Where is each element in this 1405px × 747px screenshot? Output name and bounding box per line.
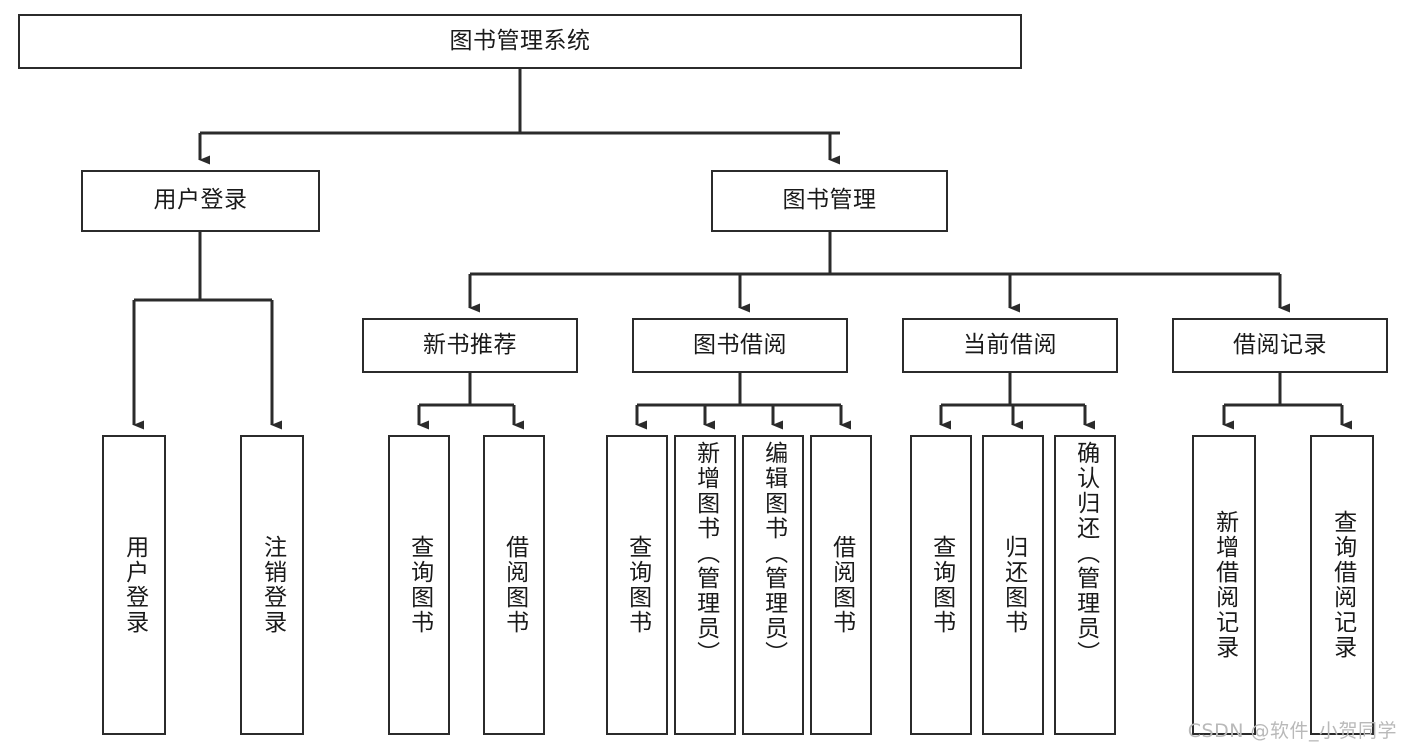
leaf-logout[interactable]: 注销登录 — [240, 435, 304, 735]
node-book-manage-label: 图书管理 — [782, 187, 877, 214]
node-user-login-label: 用户登录 — [153, 187, 248, 214]
leaf-user-login-label: 用户登录 — [121, 535, 148, 635]
node-current-borrow-label: 当前借阅 — [963, 331, 1057, 358]
node-book-borrow[interactable]: 图书借阅 — [632, 318, 848, 373]
leaf-user-login[interactable]: 用户登录 — [102, 435, 166, 735]
leaf-add-book-label: 新增图书（管理员） — [692, 441, 719, 666]
leaf-add-book[interactable]: 新增图书（管理员） — [674, 435, 736, 735]
leaf-query-record-label: 查询借阅记录 — [1329, 510, 1356, 660]
leaf-query-record[interactable]: 查询借阅记录 — [1310, 435, 1374, 735]
node-new-book-rec-label: 新书推荐 — [423, 331, 517, 358]
node-root[interactable]: 图书管理系统 — [18, 14, 1022, 69]
leaf-edit-book[interactable]: 编辑图书（管理员） — [742, 435, 804, 735]
leaf-logout-label: 注销登录 — [259, 535, 286, 635]
leaf-query-book-1[interactable]: 查询图书 — [388, 435, 450, 735]
node-user-login[interactable]: 用户登录 — [81, 170, 320, 232]
leaf-edit-book-label: 编辑图书（管理员） — [760, 441, 787, 666]
node-borrow-record[interactable]: 借阅记录 — [1172, 318, 1388, 373]
leaf-query-book-2-label: 查询图书 — [624, 535, 651, 635]
leaf-borrow-book-2[interactable]: 借阅图书 — [810, 435, 872, 735]
node-new-book-rec[interactable]: 新书推荐 — [362, 318, 578, 373]
leaf-query-book-1-label: 查询图书 — [406, 535, 433, 635]
leaf-query-book-2[interactable]: 查询图书 — [606, 435, 668, 735]
leaf-borrow-book-1[interactable]: 借阅图书 — [483, 435, 545, 735]
leaf-borrow-book-2-label: 借阅图书 — [828, 535, 855, 635]
leaf-return-book[interactable]: 归还图书 — [982, 435, 1044, 735]
leaf-return-book-label: 归还图书 — [1000, 535, 1027, 635]
leaf-query-book-3[interactable]: 查询图书 — [910, 435, 972, 735]
node-book-manage[interactable]: 图书管理 — [711, 170, 948, 232]
leaf-confirm-return-label: 确认归还（管理员） — [1072, 441, 1099, 666]
node-root-label: 图书管理系统 — [449, 27, 591, 54]
leaf-confirm-return[interactable]: 确认归还（管理员） — [1054, 435, 1116, 735]
leaf-borrow-book-1-label: 借阅图书 — [501, 535, 528, 635]
node-book-borrow-label: 图书借阅 — [693, 331, 787, 358]
leaf-add-record-label: 新增借阅记录 — [1211, 510, 1238, 660]
leaf-query-book-3-label: 查询图书 — [928, 535, 955, 635]
leaf-add-record[interactable]: 新增借阅记录 — [1192, 435, 1256, 735]
node-borrow-record-label: 借阅记录 — [1233, 331, 1327, 358]
node-current-borrow[interactable]: 当前借阅 — [902, 318, 1118, 373]
